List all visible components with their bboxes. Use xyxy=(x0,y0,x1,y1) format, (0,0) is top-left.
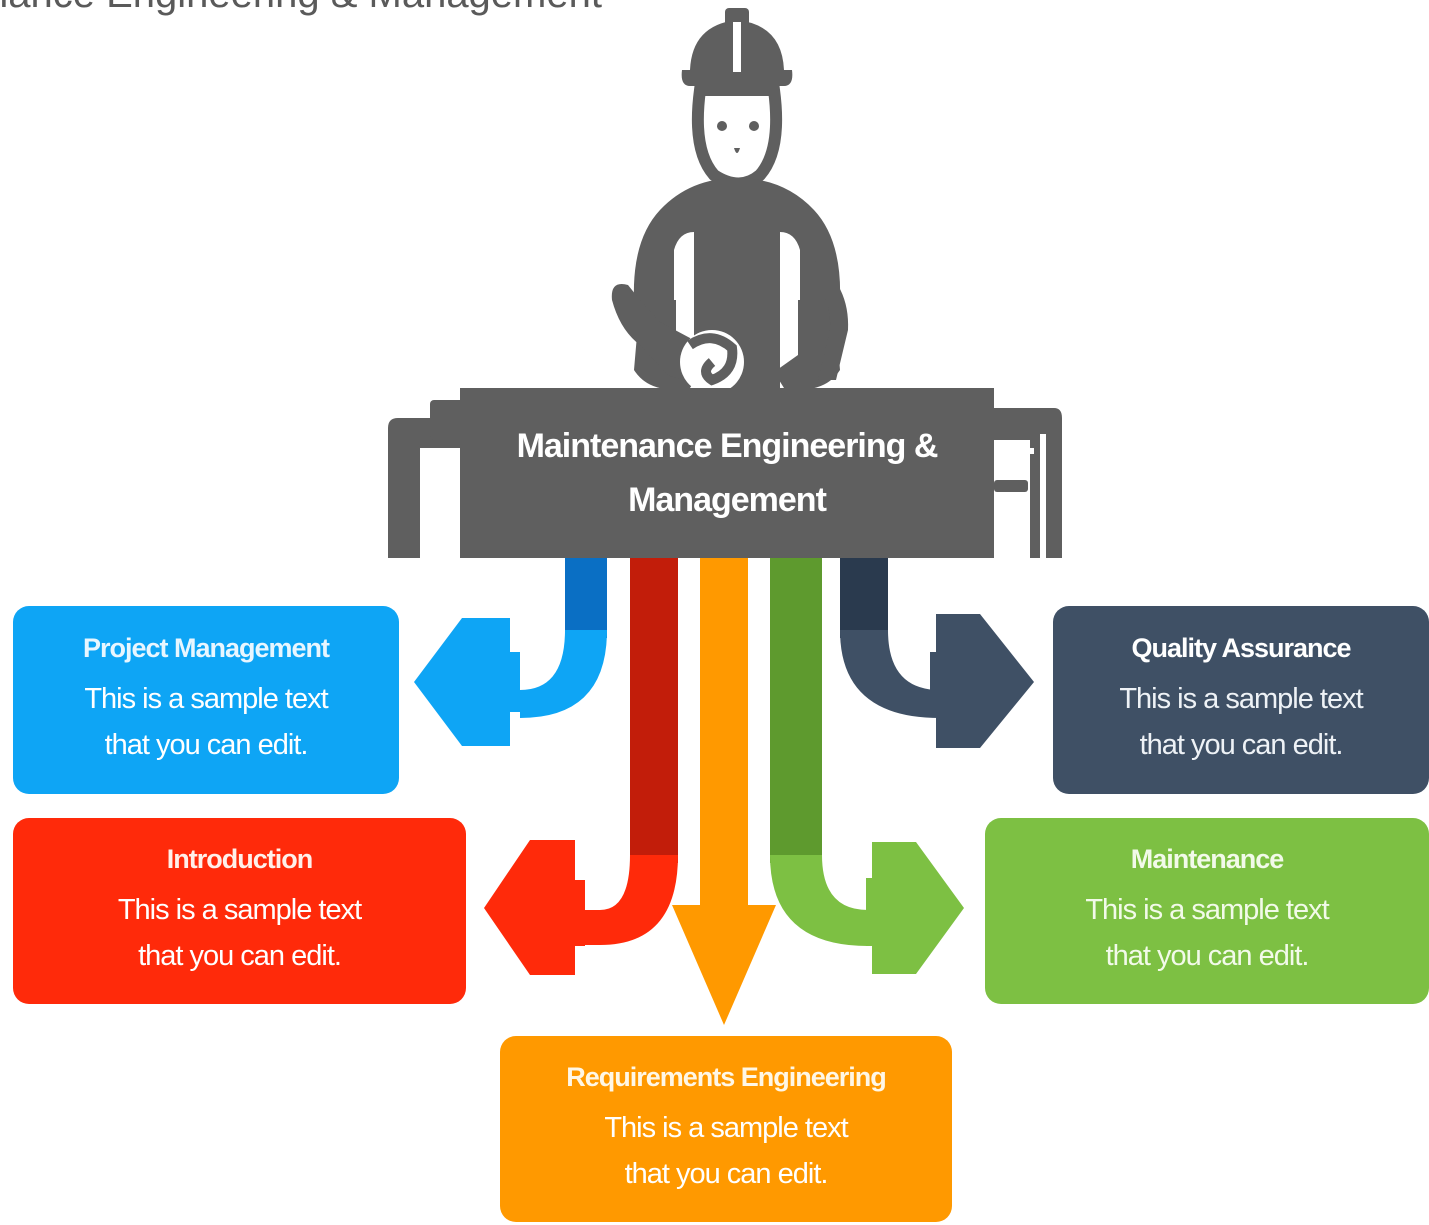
flow-arrow-introduction xyxy=(484,558,678,975)
orange-pipe xyxy=(700,558,748,908)
page-title: nance Engineering & Management xyxy=(0,0,686,16)
navy-pipe xyxy=(840,630,940,718)
card-text-line1: This is a sample text xyxy=(117,893,362,926)
card-text-line1: This is a sample text xyxy=(604,1111,848,1144)
blue-pipe xyxy=(520,630,607,718)
cable-right xyxy=(808,260,849,380)
card-text-line1: This is a sample text xyxy=(1119,682,1363,715)
card-text-line1: This is a sample text xyxy=(84,682,328,715)
card-project-management: Project Management This is a sample text… xyxy=(13,606,399,794)
card-quality-assurance: Quality Assurance This is a sample text … xyxy=(1053,606,1429,794)
card-text-line2: that you can edit. xyxy=(1105,939,1310,972)
card-title: Project Management xyxy=(82,632,330,663)
card-text-line2: that you can edit. xyxy=(104,728,309,761)
central-title-line2: Management xyxy=(628,481,827,519)
card-requirements-engineering: Requirements Engineering This is a sampl… xyxy=(500,1036,952,1222)
engineer-icon xyxy=(611,8,849,394)
navy-arrowhead xyxy=(930,614,1034,748)
blue-arrowhead xyxy=(414,618,520,746)
card-text-line1: This is a sample text xyxy=(1085,893,1329,926)
wrench-icon xyxy=(611,284,702,379)
hard-hat-stripe xyxy=(733,22,741,72)
pipe-right-tab xyxy=(994,480,1028,492)
engineer-nose xyxy=(734,148,740,153)
central-box-bg xyxy=(460,388,994,558)
flow-arrow-requirements xyxy=(672,558,776,1025)
green-arrowhead xyxy=(866,842,964,974)
card-title: Requirements Engineering xyxy=(566,1061,887,1092)
card-title: Introduction xyxy=(166,843,313,874)
card-introduction: Introduction This is a sample text that … xyxy=(13,818,466,1004)
central-box: Maintenance Engineering & Management xyxy=(460,388,994,558)
hard-hat-crest xyxy=(725,8,749,28)
green-pipe-shadow xyxy=(770,558,822,863)
card-title: Maintenance xyxy=(1130,843,1285,874)
green-pipe xyxy=(770,855,890,946)
engineer-body xyxy=(633,178,841,388)
engineer-right-eye xyxy=(749,121,759,131)
navy-pipe-shadow xyxy=(840,558,888,638)
red-arrowhead xyxy=(484,840,585,975)
pipe-right-stripe-h xyxy=(994,448,1034,454)
swirl-icon xyxy=(687,333,738,386)
card-maintenance: Maintenance This is a sample text that y… xyxy=(985,818,1429,1004)
red-pipe-shadow xyxy=(630,558,678,863)
red-pipe xyxy=(570,855,678,945)
pipe-right-stripe xyxy=(1040,434,1046,558)
card-title: Quality Assurance xyxy=(1131,632,1351,663)
card-text-line2: that you can edit. xyxy=(138,939,342,972)
flow-arrow-maintenance xyxy=(770,558,964,974)
card-text-line2: that you can edit. xyxy=(624,1157,829,1190)
card-text-line2: that you can edit. xyxy=(1139,728,1344,761)
blue-pipe-shadow xyxy=(565,558,607,638)
pipe-left-cap xyxy=(430,400,464,440)
pipe-left-bracket xyxy=(388,418,460,558)
engineer-left-eye xyxy=(717,121,727,131)
central-title-line1: Maintenance Engineering & xyxy=(516,427,939,465)
flow-arrow-project xyxy=(414,558,607,746)
orange-arrowhead xyxy=(672,890,776,1025)
pipe-frame xyxy=(388,388,1062,558)
engineer-face xyxy=(691,84,783,190)
flow-arrow-quality xyxy=(840,558,1034,748)
